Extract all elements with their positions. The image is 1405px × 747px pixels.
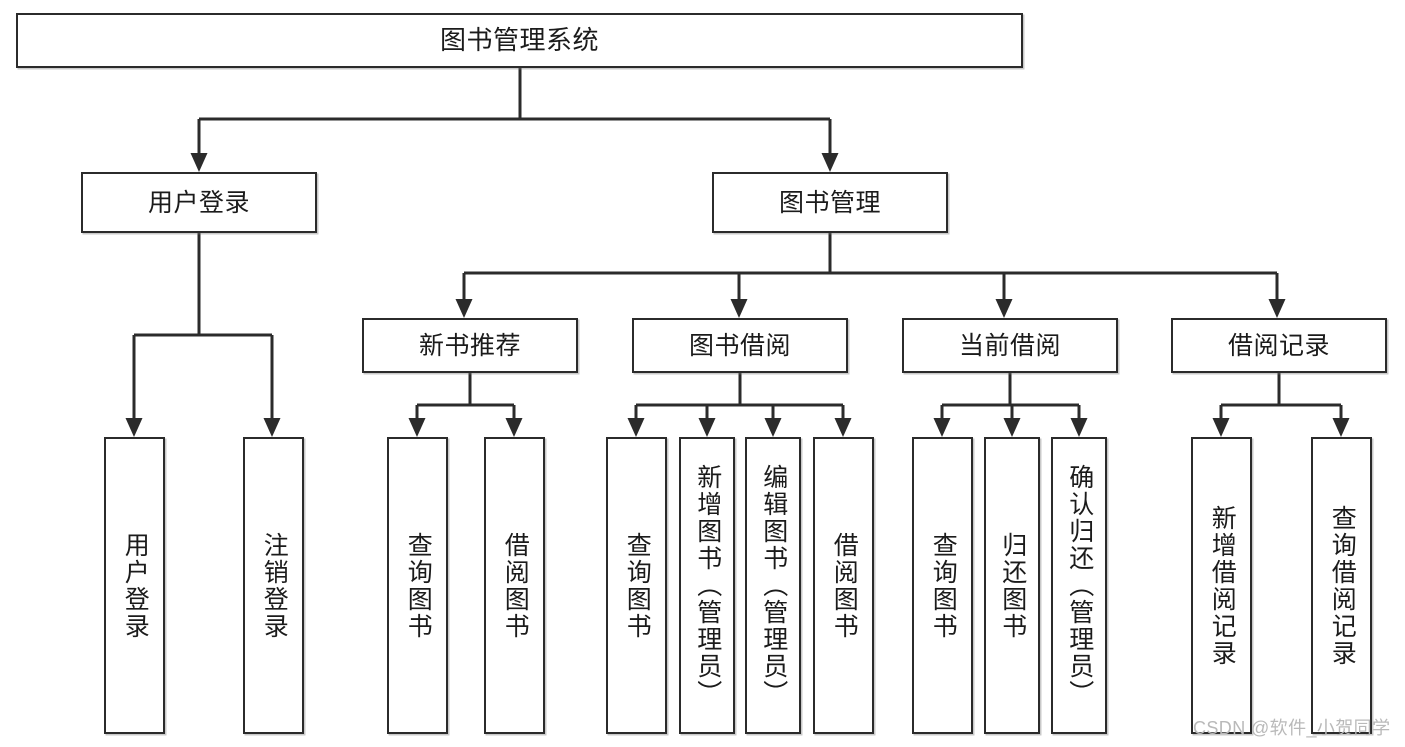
elbow-root-arrow-1 [821,153,839,172]
elbow-borrow-arrow-2 [764,418,782,437]
node-label: 图书借阅 [688,331,791,360]
elbow-newbooks-arrow-1 [505,418,523,437]
node-leaf-4[interactable]: 借阅图书 [484,437,545,734]
node-label: 图书管理 [778,188,881,217]
node-label: 借阅图书 [830,531,859,640]
elbow-login-arrow-0 [125,418,143,437]
elbow-current-arrow-0 [933,418,951,437]
elbow-records-arrow-0 [1212,418,1230,437]
node-leaf-1[interactable]: 用户登录 [104,437,165,734]
node-current[interactable]: 当前借阅 [902,318,1118,373]
elbow-root-arrow-0 [190,153,208,172]
node-label: 用户登录 [121,531,150,640]
elbow-borrow-arrow-3 [834,418,852,437]
node-label: 图书管理系统 [439,24,599,55]
elbow-current-arrow-2 [1070,418,1088,437]
node-leaf-6[interactable]: 新增图书（管理员） [679,437,735,734]
node-label: 当前借阅 [958,331,1061,360]
node-label: 查询图书 [623,531,652,640]
elbow-current-arrow-1 [1003,418,1021,437]
node-leaf-9[interactable]: 查询图书 [912,437,973,734]
node-label: 新书推荐 [418,331,521,360]
node-bookmgmt[interactable]: 图书管理 [712,172,948,233]
node-label: 归还图书 [998,531,1027,640]
node-records[interactable]: 借阅记录 [1171,318,1387,373]
node-leaf-12[interactable]: 新增借阅记录 [1191,437,1252,734]
elbow-bookmgmt-arrow-2 [995,299,1013,318]
elbow-borrow-arrow-0 [627,418,645,437]
node-borrow[interactable]: 图书借阅 [632,318,848,373]
node-label: 借阅图书 [501,531,530,640]
node-label: 确认归还（管理员） [1065,464,1094,707]
node-label: 查询图书 [404,531,433,640]
elbow-newbooks-arrow-0 [408,418,426,437]
node-leaf-2[interactable]: 注销登录 [243,437,304,734]
node-leaf-11[interactable]: 确认归还（管理员） [1051,437,1107,734]
node-label: 查询借阅记录 [1328,504,1357,667]
elbow-borrow-arrow-1 [698,418,716,437]
node-leaf-5[interactable]: 查询图书 [606,437,667,734]
node-leaf-13[interactable]: 查询借阅记录 [1311,437,1372,734]
elbow-bookmgmt-arrow-0 [455,299,473,318]
elbow-login-arrow-1 [263,418,281,437]
node-label: 查询图书 [929,531,958,640]
elbow-records-arrow-1 [1332,418,1350,437]
node-leaf-7[interactable]: 编辑图书（管理员） [745,437,801,734]
node-label: 借阅记录 [1227,331,1330,360]
node-leaf-3[interactable]: 查询图书 [387,437,448,734]
node-login[interactable]: 用户登录 [81,172,317,233]
node-leaf-10[interactable]: 归还图书 [984,437,1040,734]
node-label: 注销登录 [260,531,289,640]
node-leaf-8[interactable]: 借阅图书 [813,437,874,734]
node-label: 新增借阅记录 [1208,504,1237,667]
node-label: 编辑图书（管理员） [759,464,788,707]
node-newbooks[interactable]: 新书推荐 [362,318,578,373]
node-label: 用户登录 [147,188,250,217]
node-root[interactable]: 图书管理系统 [16,13,1023,68]
csdn-watermark: CSDN @软件_小贺同学 [1193,718,1391,738]
elbow-bookmgmt-arrow-1 [730,299,748,318]
elbow-bookmgmt-arrow-3 [1268,299,1286,318]
node-label: 新增图书（管理员） [693,464,722,707]
